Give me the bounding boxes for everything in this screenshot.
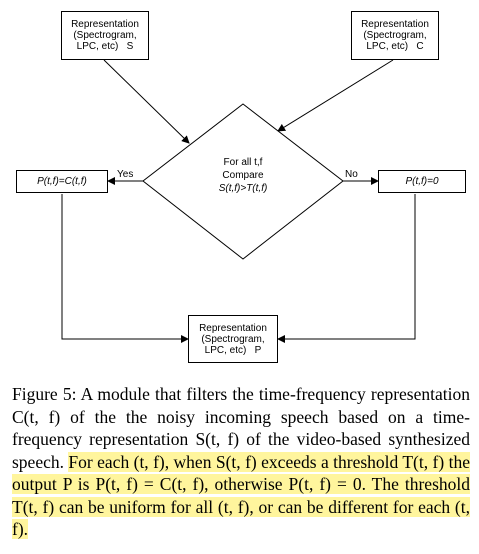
decision-line-2: Compare xyxy=(222,170,264,181)
yes-output-text: P(t,f)=C(t,f) xyxy=(37,176,87,187)
source-s-line-1: Representation xyxy=(71,19,139,30)
decision-line-3: S(t,f)>T(t,f) xyxy=(218,183,268,194)
yes-label: Yes xyxy=(117,169,134,180)
result-p-line-3: LPC, etc) P xyxy=(204,344,262,356)
source-c-line-2: (Spectrogram, xyxy=(363,30,427,41)
figure-caption: Figure 5: A module that filters the time… xyxy=(12,383,470,541)
yes-output-box: P(t,f)=C(t,f) xyxy=(16,170,108,193)
flowchart xyxy=(61,59,416,343)
no-label: No xyxy=(345,169,358,180)
decision-diamond xyxy=(142,103,344,260)
no-output-text: P(t,f)=0 xyxy=(405,176,439,187)
result-p-box: Representation (Spectrogram, LPC, etc) P xyxy=(188,315,278,363)
result-p-line-1: Representation xyxy=(199,322,267,334)
source-s-line-2: (Spectrogram, xyxy=(73,30,137,41)
edge-yes-to-p xyxy=(61,194,189,343)
source-c-box: Representation (Spectrogram, LPC, etc) C xyxy=(351,11,439,60)
source-c-line-1: Representation xyxy=(361,19,429,30)
decision-text: For all t,f Compare S(t,f)>T(t,f) xyxy=(196,156,290,195)
caption-plain: A module that filters the time-frequency… xyxy=(12,384,470,472)
decision-line-1: For all t,f xyxy=(223,157,263,168)
edge-s-to-compare xyxy=(103,59,190,144)
edge-no-to-p xyxy=(277,194,416,343)
no-output-box: P(t,f)=0 xyxy=(378,170,466,193)
source-c-line-3: LPC, etc) C xyxy=(366,41,424,52)
source-s-line-3: LPC, etc) S xyxy=(76,41,134,52)
source-s-box: Representation (Spectrogram, LPC, etc) S xyxy=(61,11,149,60)
result-p-line-2: (Spectrogram, xyxy=(201,333,265,345)
edge-c-to-compare xyxy=(277,59,394,132)
caption-label: Figure 5: xyxy=(12,384,77,404)
caption-highlight: For each (t, f), when S(t, f) exceeds a … xyxy=(12,451,470,539)
